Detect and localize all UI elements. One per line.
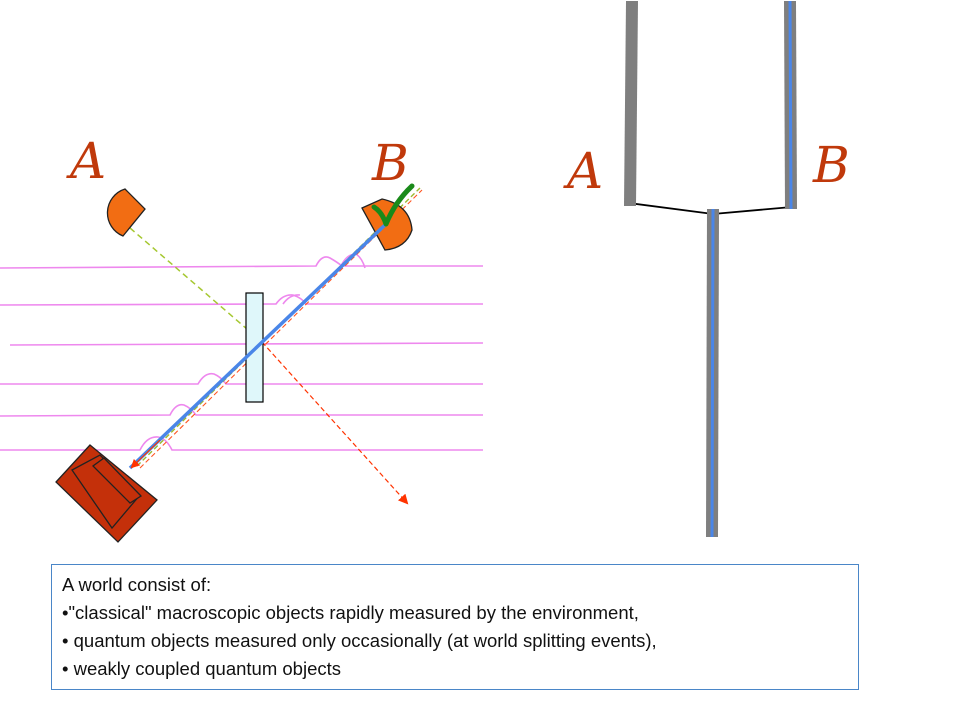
world-branching [624, 0, 797, 538]
detector-a [106, 188, 146, 237]
caption-bullet-weak: • weakly coupled quantum objects [62, 658, 341, 679]
environment-line [0, 372, 483, 385]
transmitted-beam [261, 341, 409, 505]
label-a-left: A [66, 132, 106, 190]
label-b-left: B [371, 134, 409, 192]
label-a-right: A [563, 142, 603, 200]
world-line-a [624, 0, 638, 207]
caption-heading: A world consist of: [62, 574, 212, 595]
environment-line [0, 294, 483, 306]
beam-to-detector-a [129, 227, 263, 343]
environment-line [0, 403, 483, 417]
check-mark-icon [371, 183, 415, 227]
photon-beam [128, 222, 388, 470]
caption-box: A world consist of: •"classical" macrosc… [51, 564, 859, 690]
environment-line [0, 256, 483, 269]
environment-line [0, 436, 483, 451]
photon-beam-arrow [130, 439, 161, 469]
world-line-trunk-beam [710, 208, 715, 538]
label-b-right: B [812, 136, 850, 194]
caption-bullet-quantum: • quantum objects measured only occasion… [62, 630, 657, 651]
caption-bullet-classical: •"classical" macroscopic objects rapidly… [62, 602, 639, 623]
photon-source [55, 444, 158, 543]
environment-line-bump [282, 294, 301, 305]
environment-lines [0, 253, 484, 451]
world-line-b-beam [788, 0, 793, 210]
